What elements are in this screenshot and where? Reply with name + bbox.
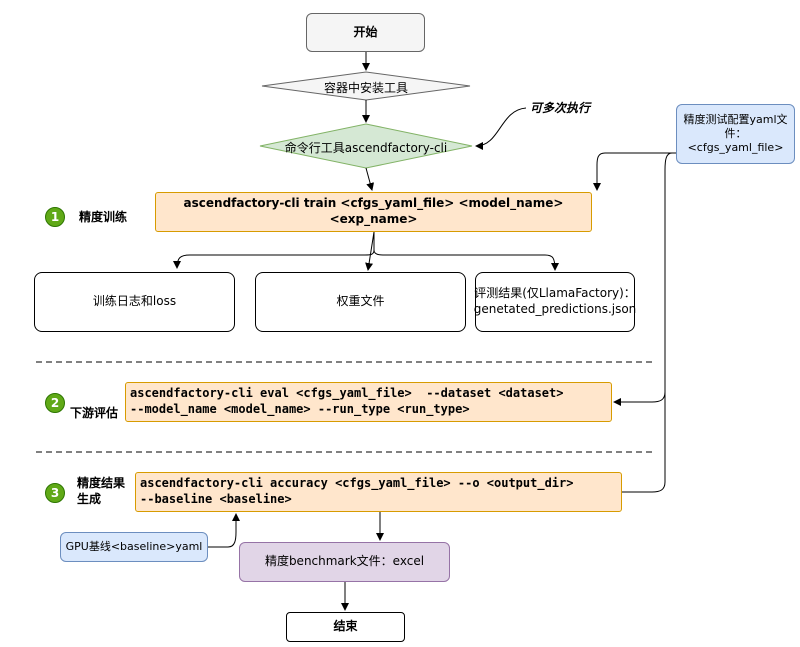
install-label: 容器中安装工具 [323, 81, 408, 95]
step-3-badge: 3 [45, 483, 65, 503]
step-2-label: 下游评估 [70, 406, 119, 420]
step-1-label: 精度训练 [79, 210, 128, 224]
gpu-baseline-note: GPU基线<baseline>yaml [60, 532, 208, 562]
output-eval-results: 评测结果(仅LlamaFactory)：genetated_prediction… [474, 272, 636, 332]
step-2-badge: 2 [45, 393, 65, 413]
end-node: 结束 [286, 612, 405, 642]
accuracy-command: ascendfactory-cli accuracy <cfgs_yaml_fi… [135, 472, 622, 512]
config-yaml-note: 精度测试配置yaml文件：<cfgs_yaml_file> [676, 104, 795, 164]
step-1-badge: 1 [45, 207, 65, 227]
eval-command-line1: ascendfactory-cli eval <cfgs_yaml_file> … [130, 386, 564, 401]
start-node: 开始 [306, 13, 425, 52]
output-logs: 训练日志和loss [34, 272, 235, 332]
train-command: ascendfactory-cli train <cfgs_yaml_file>… [155, 192, 592, 232]
accuracy-command-line1: ascendfactory-cli accuracy <cfgs_yaml_fi… [140, 476, 574, 491]
output-weights: 权重文件 [255, 272, 466, 332]
eval-command: ascendfactory-cli eval <cfgs_yaml_file> … [125, 382, 612, 422]
benchmark-output: 精度benchmark文件：excel [239, 542, 450, 582]
step-3-label: 精度结果生成 [77, 476, 126, 506]
cli-label: 命令行工具ascendfactory-cli [284, 141, 448, 155]
repeat-note: 可多次执行 [530, 101, 591, 115]
accuracy-command-line2: --baseline <baseline> [140, 492, 292, 506]
eval-command-line2: --model_name <model_name> --run_type <ru… [130, 402, 470, 416]
